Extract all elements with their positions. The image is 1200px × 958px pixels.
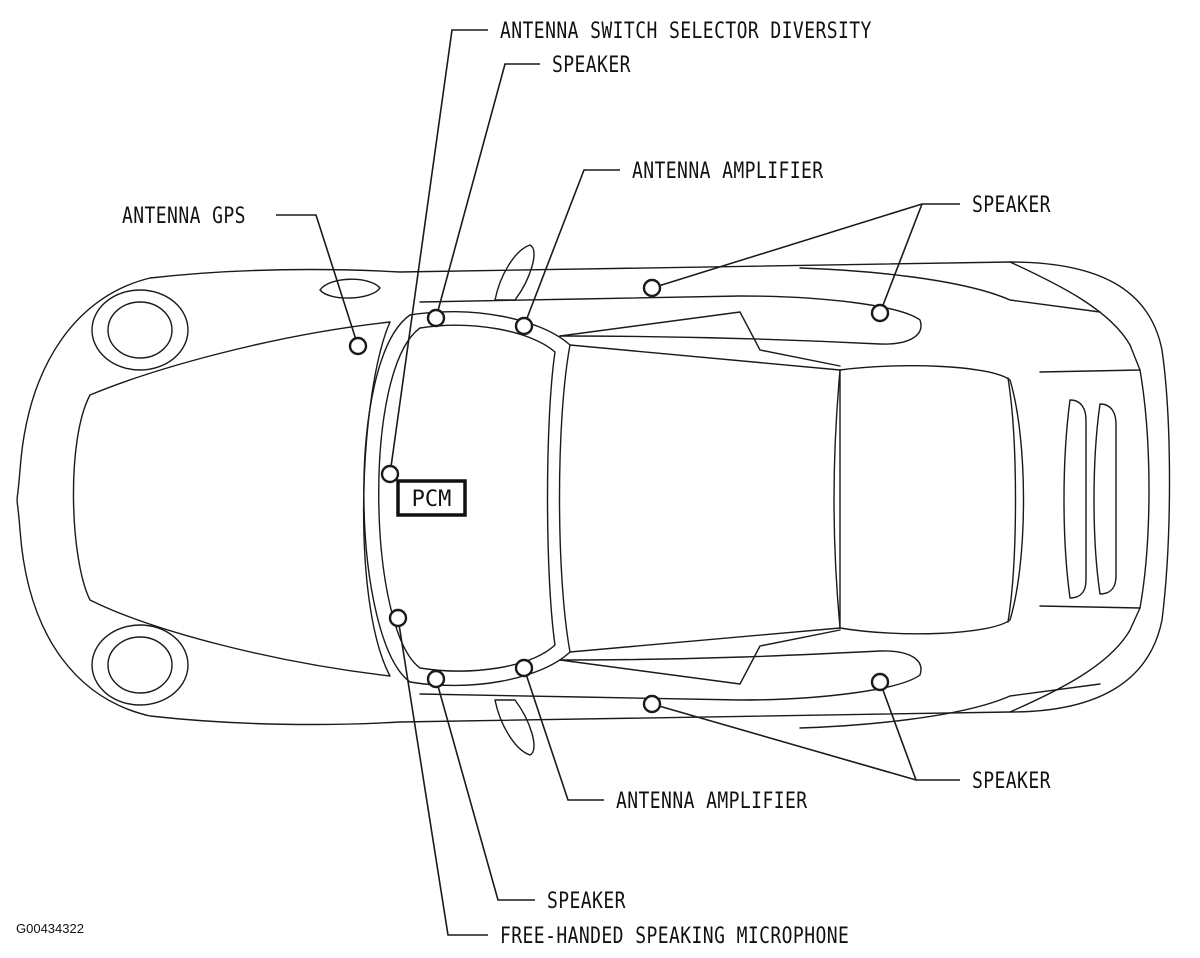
marker-speaker-top-rear	[870, 303, 890, 323]
headlight-right-inner	[107, 636, 173, 694]
label-antenna-gps: ANTENNA GPS	[122, 202, 246, 228]
leader-speaker-bottom-front	[435, 678, 535, 901]
marker-antenna-amplifier-bottom	[514, 658, 534, 678]
leader-speaker-top-rear-a	[651, 203, 960, 289]
leader-antenna-amplifier-bottom	[523, 667, 604, 801]
car-outline	[16, 244, 1171, 756]
side-intake-bottom	[799, 683, 1101, 729]
side-intake-top	[799, 267, 1101, 313]
marker-speaker-bottom-rear	[870, 672, 890, 692]
leader-speaker-bottom-rear-b	[879, 681, 917, 781]
rear-deck-bottom	[1009, 605, 1141, 713]
leader-microphone	[397, 617, 488, 936]
headlight-right-outer	[91, 624, 189, 706]
roof-panel	[569, 344, 841, 653]
pcm-module: PCM	[396, 479, 467, 517]
label-antenna-amplifier-bottom: ANTENNA AMPLIFIER	[616, 787, 808, 813]
side-fender-top	[419, 295, 922, 345]
marker-antenna-gps	[348, 336, 368, 356]
marker-speaker-bottom-front	[426, 669, 446, 689]
windshield-glass	[378, 324, 556, 672]
label-speaker-bottom-front: SPEAKER	[547, 887, 626, 913]
leader-antenna-switch	[389, 29, 488, 475]
label-speaker-top-rear: SPEAKER	[972, 191, 1051, 217]
engine-vent-1	[1063, 399, 1087, 599]
rear-deck-top	[1009, 261, 1141, 373]
marker-microphone	[388, 608, 408, 628]
leader-lines	[276, 29, 960, 936]
label-antenna-amplifier-top: ANTENNA AMPLIFIER	[632, 157, 824, 183]
engine-vent-2	[1093, 403, 1117, 595]
marker-speaker-top-front	[426, 308, 446, 328]
car-hood-inner	[72, 321, 391, 677]
marker-antenna-amplifier-top	[514, 316, 534, 336]
pcm-box	[396, 479, 467, 517]
side-sill-top	[559, 311, 841, 367]
marker-speaker-bottom-mid	[642, 694, 662, 714]
mirror-top	[494, 244, 535, 301]
label-speaker-top-front: SPEAKER	[552, 51, 631, 77]
leader-antenna-gps	[276, 214, 359, 347]
headlight-left-inner	[107, 301, 173, 359]
windshield-frame	[363, 310, 571, 687]
pcm-label: PCM	[412, 487, 452, 512]
rear-window	[833, 364, 1025, 635]
rear-window-inner	[1007, 377, 1017, 623]
leader-antenna-amplifier-top	[523, 169, 620, 327]
mirror-bottom	[494, 699, 535, 756]
leader-speaker-top-front	[435, 63, 540, 319]
marker-speaker-top-mid	[642, 278, 662, 298]
headlight-left-outer	[91, 289, 189, 371]
label-free-handed-speaking-microphone: FREE-HANDED SPEAKING MICROPHONE	[500, 922, 849, 948]
side-fender-bottom	[419, 650, 922, 701]
label-speaker-bottom-rear: SPEAKER	[972, 767, 1051, 793]
leader-speaker-top-rear-b	[879, 203, 923, 314]
component-labels: ANTENNA SWITCH SELECTOR DIVERSITY SPEAKE…	[122, 17, 1051, 948]
component-markers	[348, 278, 890, 714]
label-antenna-switch-selector-diversity: ANTENNA SWITCH SELECTOR DIVERSITY	[500, 17, 872, 43]
marker-antenna-switch	[380, 464, 400, 484]
side-sill-bottom	[559, 629, 841, 685]
rear-bumper	[1139, 369, 1150, 609]
hood-vent	[319, 278, 381, 299]
figure-reference-id: G00434322	[16, 921, 84, 936]
